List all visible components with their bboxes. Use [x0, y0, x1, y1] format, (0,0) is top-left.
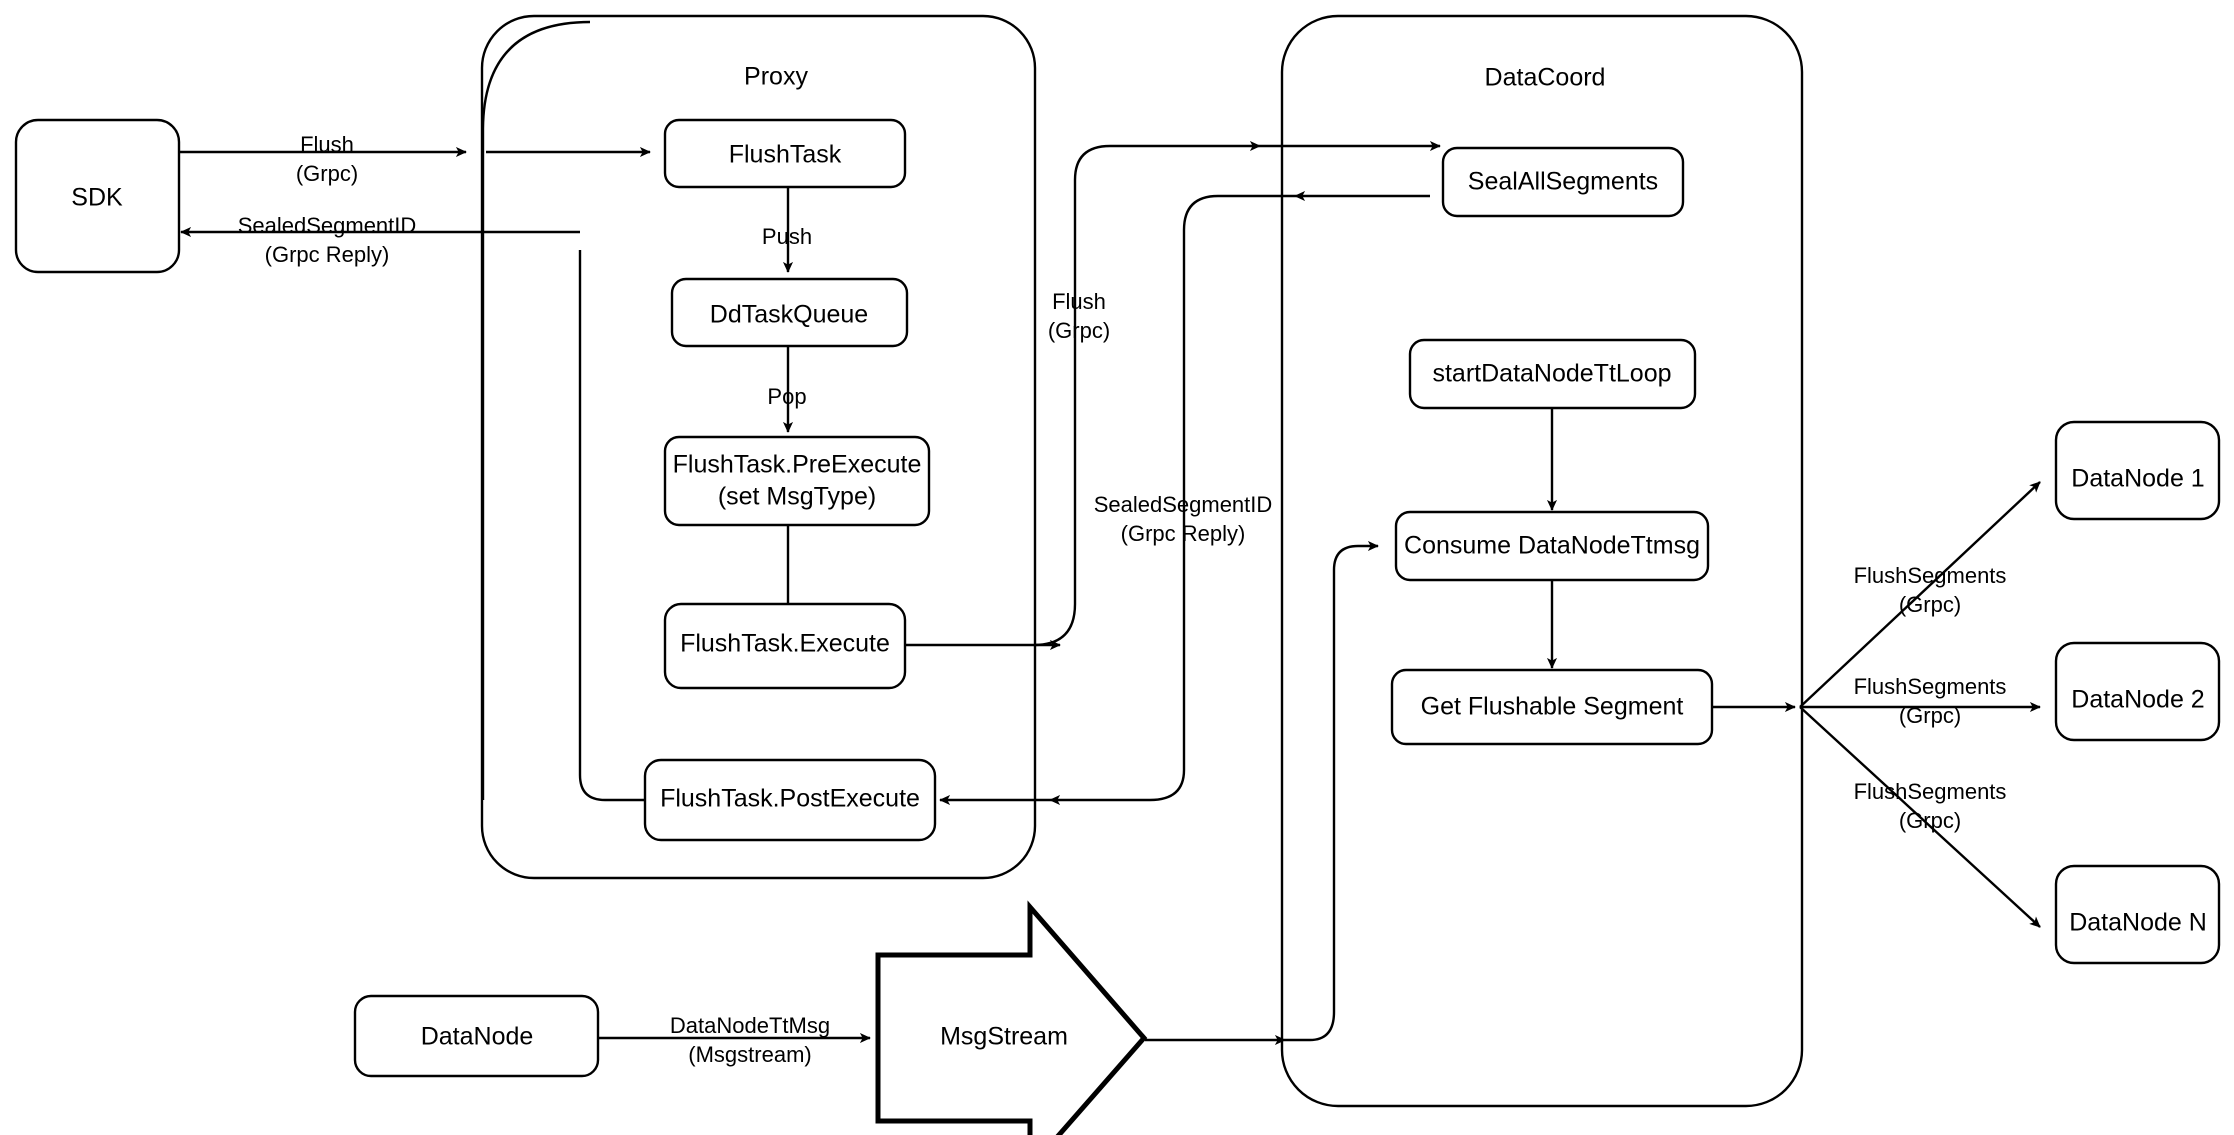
edge-label-flush-grpc-line1: Flush	[300, 132, 354, 157]
node-consume-datanode-ttmsg[interactable]: Consume DataNodeTtmsg	[1394, 510, 1710, 582]
datanode-2-label: DataNode 2	[2071, 686, 2204, 714]
sdk-rect[interactable]	[14, 118, 181, 274]
node-flushtask-postexecute[interactable]: FlushTask.PostExecute	[643, 758, 937, 842]
edge-label-datanodettmsg-line1: DataNodeTtMsg	[670, 1013, 830, 1038]
edge-label-flushsegments-n-line2: (Grpc)	[1899, 808, 1961, 833]
preexecute-label-line1: FlushTask.PreExecute	[673, 451, 922, 479]
datanode-source-rect[interactable]	[353, 994, 600, 1078]
node-flush-task[interactable]: FlushTask	[663, 118, 907, 189]
edge-postexecute-to-return-spine	[578, 250, 645, 802]
preexecute-label-line2: (set MsgType)	[718, 483, 876, 511]
datanode-n-label: DataNode N	[2069, 909, 2207, 937]
node-datanode-1[interactable]: DataNode 1	[2054, 420, 2221, 521]
node-seal-all-segments[interactable]: SealAllSegments	[1441, 146, 1685, 218]
node-flushtask-execute[interactable]: FlushTask.Execute	[663, 602, 907, 690]
edge-label-flushsegments-2-line1: FlushSegments	[1854, 674, 2007, 699]
datanode-2-rect[interactable]	[2054, 641, 2221, 742]
edge-label-sealedsegmentid-reply-line1: SealedSegmentID	[238, 213, 417, 238]
flushtask-label: FlushTask	[729, 141, 842, 169]
node-msgstream[interactable]: MsgStream	[875, 900, 1148, 1135]
edge-label-datanodettmsg-line2: (Msgstream)	[688, 1042, 811, 1067]
sdk-label: SDK	[71, 184, 123, 212]
node-start-datanode-tt-loop[interactable]: startDataNodeTtLoop	[1408, 338, 1697, 410]
edge-label-flush-coord-line2: (Grpc)	[1048, 318, 1110, 343]
postexecute-label: FlushTask.PostExecute	[660, 785, 920, 813]
consumedatanodettmsg-label: Consume DataNodeTtmsg	[1404, 532, 1700, 560]
edge-label-sealedsegmentid-reply-line2: (Grpc Reply)	[265, 242, 390, 267]
msgstream-arrow-shape[interactable]	[875, 900, 1148, 1135]
edge-label-flushsegments-2-line2: (Grpc)	[1899, 703, 1961, 728]
preexecute-rect[interactable]	[663, 435, 931, 527]
node-datanode-source[interactable]: DataNode	[353, 994, 600, 1078]
sealallsegments-rect[interactable]	[1441, 146, 1685, 218]
edge-flush-channel-up-to-datacoord	[1033, 140, 1261, 647]
proxy-container-title: Proxy	[744, 63, 808, 91]
datanode-source-label: DataNode	[421, 1023, 534, 1051]
node-dd-task-queue[interactable]: DdTaskQueue	[670, 277, 909, 348]
edge-label-flush-grpc-line2: (Grpc)	[296, 161, 358, 186]
flushtask-rect[interactable]	[663, 118, 907, 189]
edge-label-coord-reply-line1: SealedSegmentID	[1094, 492, 1273, 517]
execute-label: FlushTask.Execute	[680, 630, 890, 658]
edge-label-push: Push	[762, 224, 812, 249]
datanode-1-label: DataNode 1	[2071, 465, 2204, 493]
node-datanode-2[interactable]: DataNode 2	[2054, 641, 2221, 742]
edge-label-pop: Pop	[767, 384, 806, 409]
node-flushtask-preexecute[interactable]: FlushTask.PreExecute (set MsgType)	[663, 435, 931, 527]
node-datanode-n[interactable]: DataNode N	[2054, 864, 2221, 965]
datanode-1-rect[interactable]	[2054, 420, 2221, 521]
msgstream-label: MsgStream	[940, 1023, 1068, 1051]
startdatanodettloop-label: startDataNodeTtLoop	[1432, 360, 1671, 388]
edge-proxy-left-spine	[481, 20, 591, 800]
sealallsegments-label: SealAllSegments	[1468, 168, 1658, 196]
edge-fanout-to-datanode-n	[1799, 706, 2041, 928]
edge-datacoord-boundary-to-consume	[1285, 540, 1379, 1042]
node-sdk[interactable]: SDK	[14, 118, 181, 274]
edge-label-flushsegments-n-line1: FlushSegments	[1854, 779, 2007, 804]
getflushablesegment-label: Get Flushable Segment	[1421, 693, 1684, 721]
datanode-n-rect[interactable]	[2054, 864, 2221, 965]
edge-label-flushsegments-1-line2: (Grpc)	[1899, 592, 1961, 617]
node-get-flushable-segment[interactable]: Get Flushable Segment	[1390, 668, 1714, 746]
edge-label-coord-reply-line2: (Grpc Reply)	[1121, 521, 1246, 546]
edge-label-flush-coord-line1: Flush	[1052, 289, 1106, 314]
ddtaskqueue-rect[interactable]	[670, 277, 909, 348]
postexecute-rect[interactable]	[643, 758, 937, 842]
ddtaskqueue-label: DdTaskQueue	[710, 301, 868, 329]
edge-label-flushsegments-1-line1: FlushSegments	[1854, 563, 2007, 588]
edge-coord-reply-down-to-proxy	[1049, 194, 1295, 806]
edge-fanout-to-datanode-1	[1799, 481, 2041, 708]
datacoord-container-title: DataCoord	[1485, 64, 1606, 92]
